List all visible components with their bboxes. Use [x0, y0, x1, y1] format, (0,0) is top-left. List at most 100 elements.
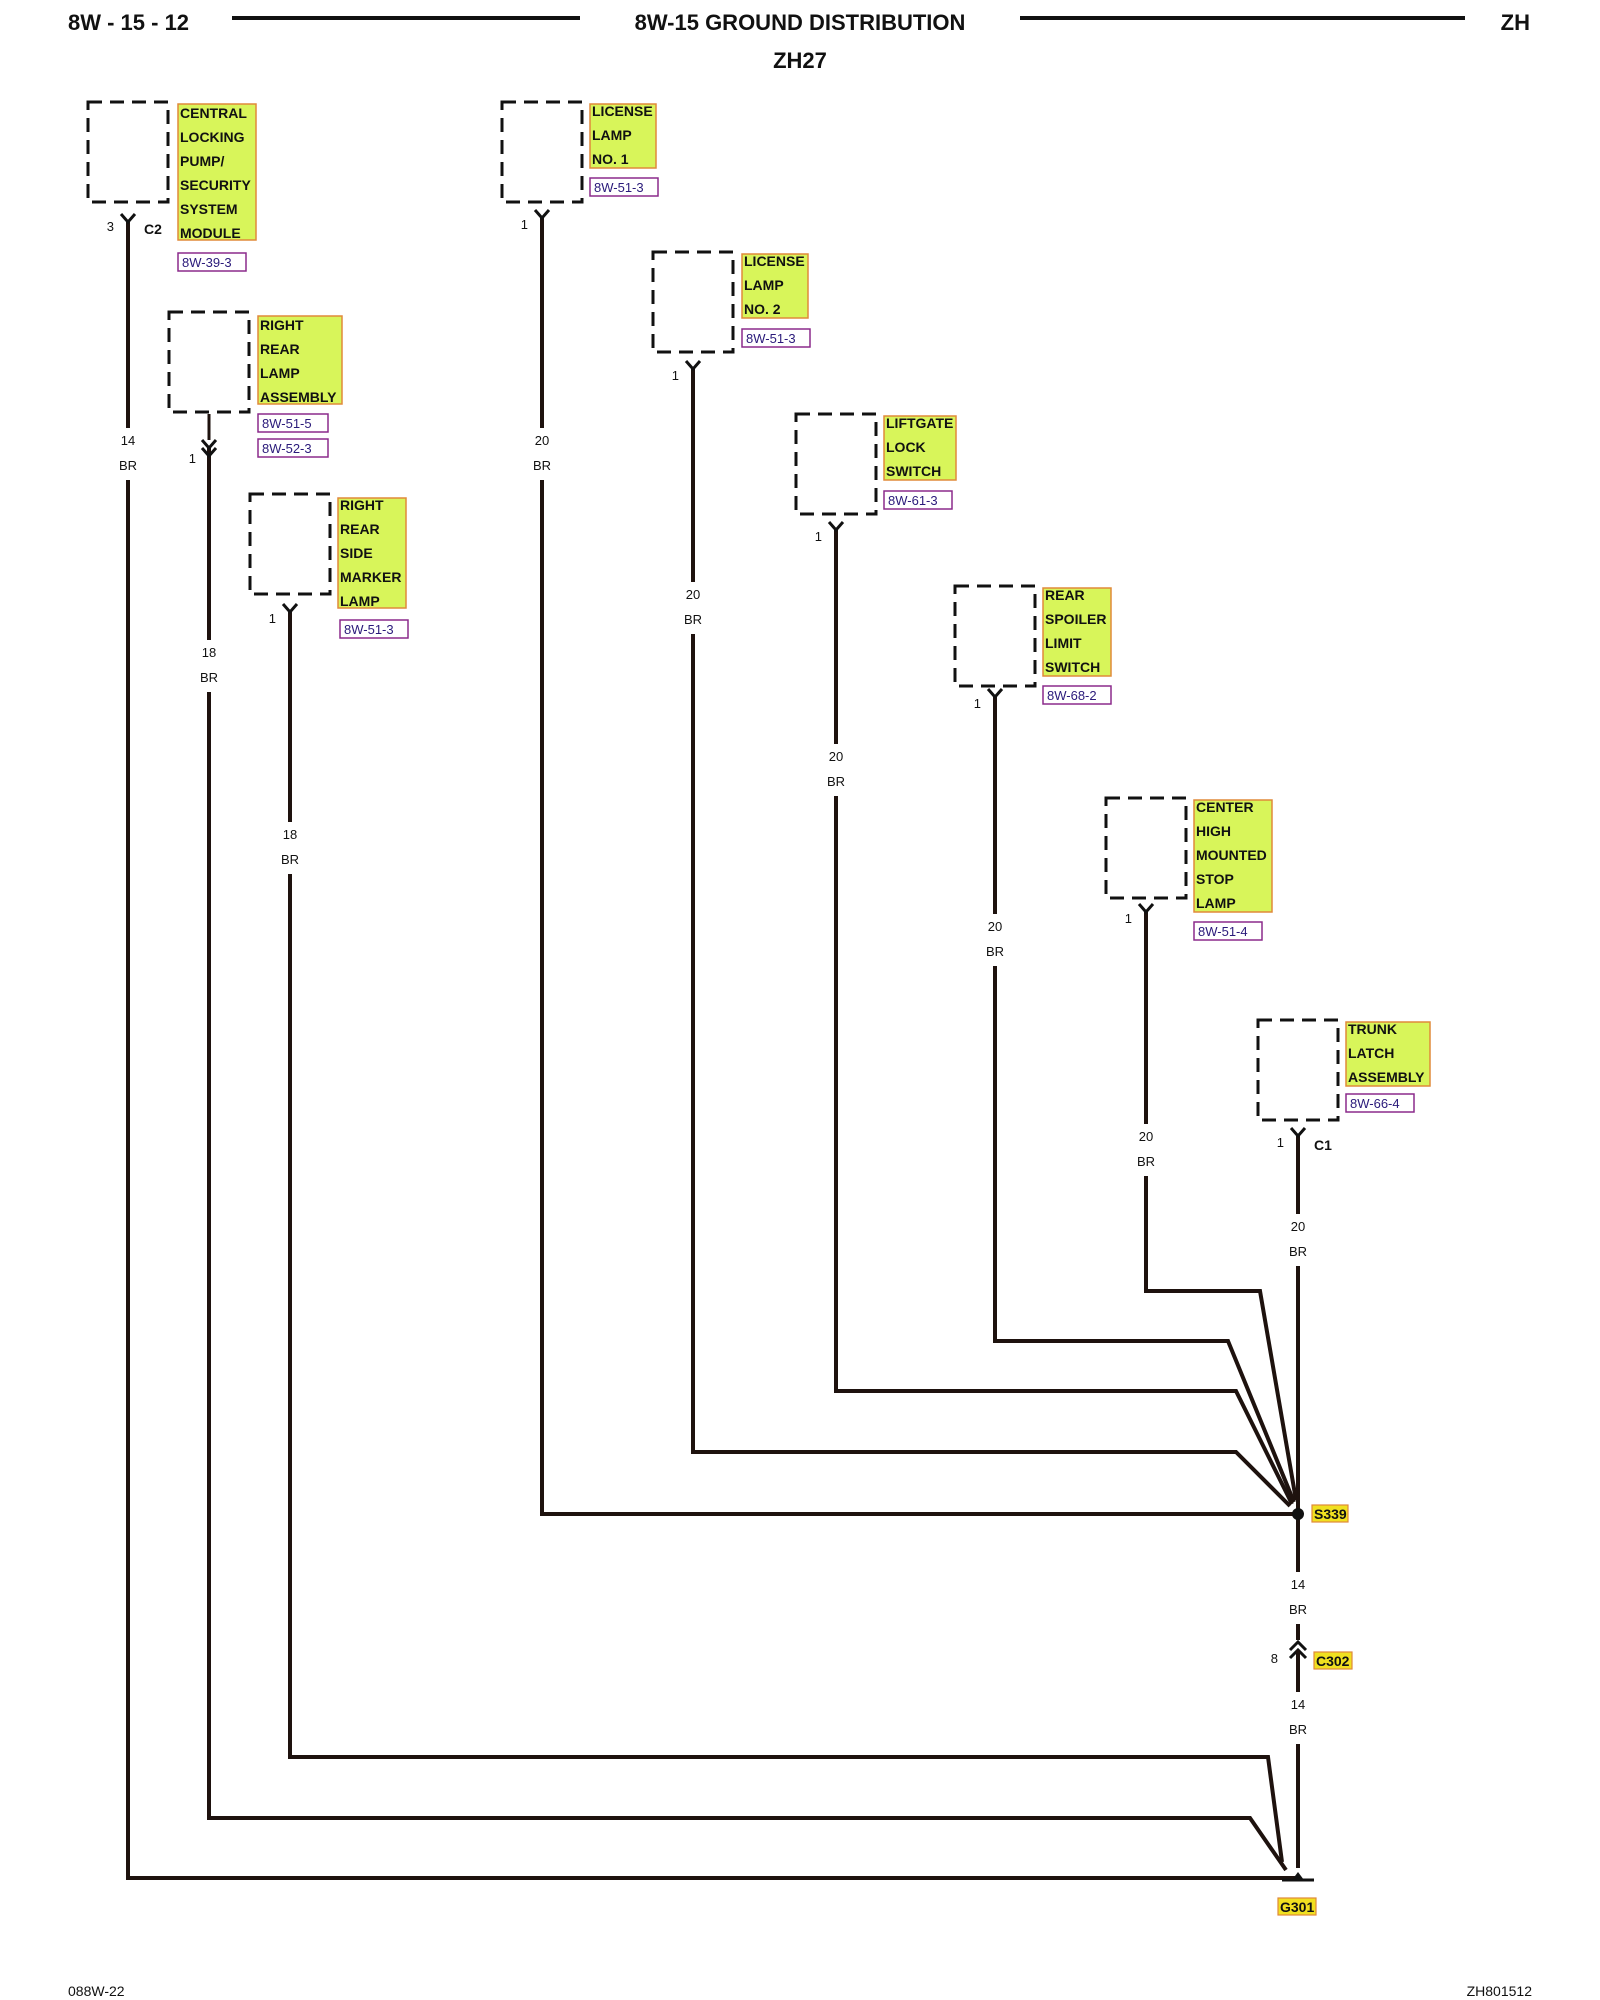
- connector-id: C302: [1316, 1653, 1350, 1669]
- label-background: [1345, 1021, 1431, 1087]
- connector-pin-icon: [1289, 1127, 1307, 1139]
- component-trunk-latch-assembly[interactable]: 1 C1 TRUNK LATCH ASSEMBLY 8W-66-4: [1256, 1018, 1431, 1153]
- label-background: [1042, 587, 1112, 677]
- reference-link[interactable]: 8W-39-3: [182, 255, 232, 270]
- connector-pin-icon: [200, 439, 218, 459]
- component-label-line: REAR: [260, 341, 300, 357]
- connector-pin-icon: [827, 521, 845, 533]
- pin-number: 1: [815, 529, 822, 544]
- component-label-line: LAMP: [744, 277, 784, 293]
- component-label-line: CENTRAL: [180, 105, 247, 121]
- pin-number: 3: [107, 219, 114, 234]
- component-outline: [1256, 1018, 1340, 1122]
- reference-link[interactable]: 8W-51-3: [344, 622, 394, 637]
- inline-connector-c302[interactable]: 8 C302: [1271, 1639, 1353, 1672]
- wire-right-rear-lamp: [207, 448, 1288, 1872]
- component-license-lamp-1[interactable]: 1 LICENSE LAMP NO. 1 8W-51-3: [500, 100, 659, 232]
- component-label-line: HIGH: [1196, 823, 1231, 839]
- reference-link[interactable]: 8W-61-3: [888, 493, 938, 508]
- wire-color: BR: [119, 458, 137, 473]
- wire-color: BR: [533, 458, 551, 473]
- component-outline: [248, 492, 332, 596]
- component-label-line: SPOILER: [1045, 611, 1106, 627]
- ground-label-background: [1277, 1897, 1317, 1916]
- component-central-locking-pump[interactable]: 3 C2 CENTRAL LOCKING PUMP/ SECURITY SYST…: [86, 100, 257, 272]
- component-label-line: LICENSE: [592, 103, 653, 119]
- ground-symbol-icon: [1292, 1872, 1304, 1880]
- reference-link[interactable]: 8W-68-2: [1047, 688, 1097, 703]
- component-label-line: SIDE: [340, 545, 373, 561]
- connector-label-background: [1313, 1651, 1353, 1670]
- component-label-line: SWITCH: [886, 463, 941, 479]
- reference-box: [177, 252, 247, 272]
- page-number: 8W - 15 - 12: [68, 10, 189, 35]
- wire-color: BR: [1137, 1154, 1155, 1169]
- component-label-line: SECURITY: [180, 177, 251, 193]
- component-label-line: LOCK: [886, 439, 926, 455]
- reference-box: [1042, 685, 1112, 705]
- component-label-line: ASSEMBLY: [260, 389, 337, 405]
- splice-label-background: [1311, 1504, 1349, 1523]
- component-outline: [794, 412, 878, 516]
- connector-pin-icon: [533, 209, 551, 221]
- connector-pin-icon: [119, 213, 137, 225]
- component-outline: [86, 100, 170, 204]
- splice-s339[interactable]: S339: [1292, 1504, 1349, 1523]
- component-label-line: ASSEMBLY: [1348, 1069, 1425, 1085]
- wire-gauge: 20: [1291, 1219, 1305, 1234]
- pin-number: 1: [521, 217, 528, 232]
- component-label-line: NO. 2: [744, 301, 781, 317]
- component-label-line: LOCKING: [180, 129, 245, 145]
- component-label-line: LAMP: [340, 593, 380, 609]
- ground-g301[interactable]: G301: [1277, 1872, 1317, 1916]
- component-label-line: SYSTEM: [180, 201, 238, 217]
- component-label-line: NO. 1: [592, 151, 629, 167]
- wire-rear-spoiler-limit-switch: [993, 697, 1296, 1503]
- wire-color: BR: [200, 670, 218, 685]
- wire-color: BR: [281, 852, 299, 867]
- wire-gauge: 20: [1139, 1129, 1153, 1144]
- pin-number: 1: [269, 611, 276, 626]
- component-label-line: LATCH: [1348, 1045, 1394, 1061]
- wire-gauge: 20: [829, 749, 843, 764]
- reference-link[interactable]: 8W-51-3: [746, 331, 796, 346]
- ground-id: G301: [1280, 1899, 1314, 1915]
- pin-number: 8: [1271, 1651, 1278, 1666]
- wire-license-lamp-1: [540, 218, 1296, 1516]
- component-label-line: MARKER: [340, 569, 401, 585]
- component-license-lamp-2[interactable]: 1 LICENSE LAMP NO. 2 8W-51-3: [651, 250, 811, 383]
- label-background: [1193, 799, 1273, 913]
- reference-link[interactable]: 8W-52-3: [262, 441, 312, 456]
- wire-color: BR: [827, 774, 845, 789]
- component-label-line: LAMP: [260, 365, 300, 381]
- connector-pin-icon: [281, 603, 299, 615]
- reference-link[interactable]: 8W-51-5: [262, 416, 312, 431]
- component-label-line: MODULE: [180, 225, 241, 241]
- component-rear-spoiler-limit-switch[interactable]: 1 REAR SPOILER LIMIT SWITCH 8W-68-2: [953, 584, 1112, 711]
- component-label-line: REAR: [340, 521, 380, 537]
- component-center-high-mounted-stop-lamp[interactable]: 1 CENTER HIGH MOUNTED STOP LAMP 8W-51-4: [1104, 796, 1273, 941]
- component-label-line: LIMIT: [1045, 635, 1082, 651]
- reference-box: [339, 619, 409, 639]
- component-right-rear-lamp-assembly[interactable]: 1 RIGHT REAR LAMP ASSEMBLY 8W-51-5 8W-52…: [167, 310, 343, 466]
- page-title: 8W-15 GROUND DISTRIBUTION: [635, 10, 966, 35]
- component-label-line: LAMP: [592, 127, 632, 143]
- component-label-line: REAR: [1045, 587, 1085, 603]
- connector-pin-icon: [684, 360, 702, 372]
- wire-gauge: 20: [686, 587, 700, 602]
- reference-link[interactable]: 8W-51-4: [1198, 924, 1248, 939]
- reference-box: [589, 177, 659, 197]
- component-right-rear-side-marker-lamp[interactable]: 1 RIGHT REAR SIDE MARKER LAMP 8W-51-3: [248, 492, 409, 639]
- component-outline: [167, 310, 251, 414]
- wire-labels: 14 BR 18 BR 18 BR 20 BR 20 BR 20 BR 20 B…: [114, 428, 1312, 1744]
- component-outline: [500, 100, 584, 204]
- component-label-line: TRUNK: [1348, 1021, 1397, 1037]
- component-label-line: MOUNTED: [1196, 847, 1267, 863]
- reference-link[interactable]: 8W-51-3: [594, 180, 644, 195]
- component-liftgate-lock-switch[interactable]: 1 LIFTGATE LOCK SWITCH 8W-61-3: [794, 412, 957, 544]
- reference-link[interactable]: 8W-66-4: [1350, 1096, 1400, 1111]
- page-subtitle: ZH27: [773, 48, 827, 73]
- wire-gauge: 14: [121, 433, 135, 448]
- reference-box: [1345, 1093, 1415, 1113]
